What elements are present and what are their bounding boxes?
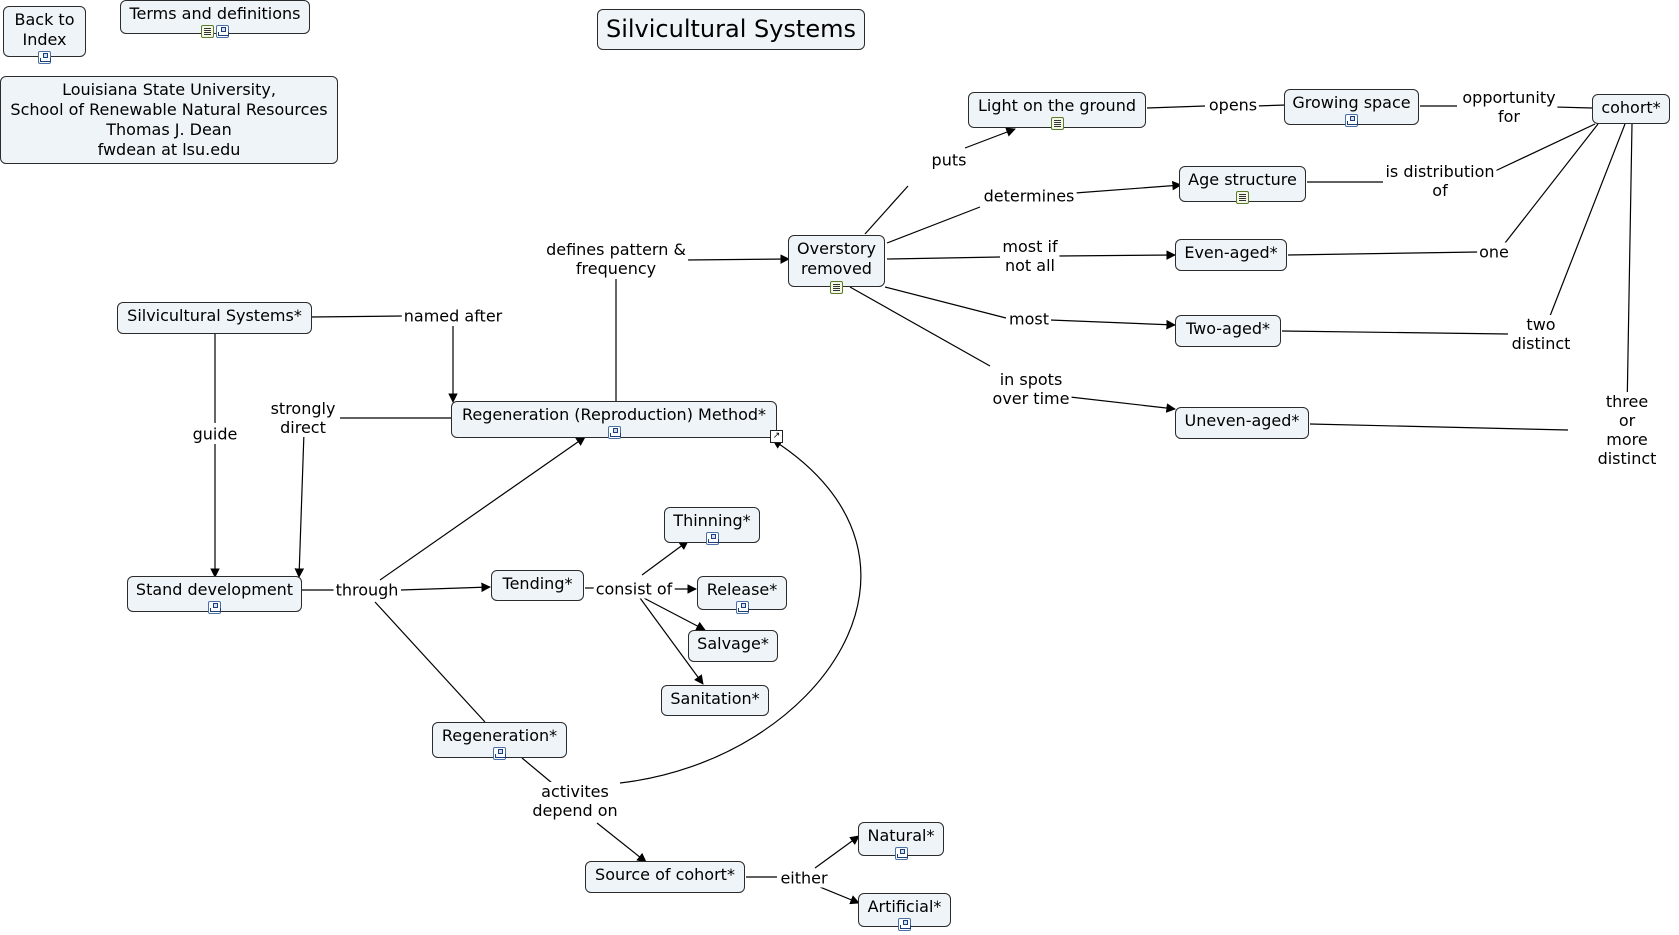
link-label-two-distinct: two distinct [1509,315,1573,353]
concept-source-of-cohort[interactable]: Source of cohort* [585,861,745,893]
concept-map-icon[interactable] [898,918,911,931]
link-label-most-if-not-all: most if not all [1000,237,1060,275]
link-label-opens: opens [1206,95,1260,115]
concept-map-icon[interactable] [705,532,719,545]
link-label-determines: determines [981,186,1077,206]
concept-tending[interactable]: Tending* [491,570,584,601]
link-label-is-distribution-of: is distribution of [1383,162,1497,200]
back-to-index-label: Back to Index [14,10,75,49]
link-label-consist-of: consist of [593,579,675,599]
concept-overstory-removed[interactable]: Overstory removed [788,235,885,294]
link-label-three-or-more: three or more distinct [1595,392,1659,468]
concept-cohort[interactable]: cohort* [1592,94,1670,124]
concept-map-icon[interactable] [208,601,221,614]
link-label-strongly-direct: strongly direct [268,399,338,437]
link-label-through: through [333,580,401,600]
concept-regeneration[interactable]: Regeneration* [432,722,567,760]
concept-natural[interactable]: Natural* [858,822,944,860]
link-label-in-spots: in spots over time [990,370,1072,408]
terms-definitions-button[interactable]: Terms and definitions [120,0,310,38]
link-label-puts: puts [929,150,969,170]
concept-map-icon[interactable] [216,25,229,38]
link-label-defines-pattern: defines pattern & frequency [544,240,688,278]
concept-age-structure[interactable]: Age structure [1179,166,1306,204]
concept-uneven-aged[interactable]: Uneven-aged* [1175,407,1309,439]
concept-map-icon[interactable] [894,847,908,860]
concept-two-aged[interactable]: Two-aged* [1175,315,1281,347]
link-label-opportunity-for: opportunity for [1460,88,1558,126]
concept-regeneration-method[interactable]: Regeneration (Reproduction) Method* [451,401,777,439]
link-label-one: one [1477,242,1511,262]
concept-map-icon[interactable] [1345,114,1358,127]
concept-even-aged[interactable]: Even-aged* [1175,239,1287,271]
link-label-either: either [778,868,830,888]
concept-thinning[interactable]: Thinning* [664,507,760,545]
concept-artificial[interactable]: Artificial* [858,893,951,931]
page-title: Silvicultural Systems [597,9,865,50]
link-label-named-after: named after [401,306,505,326]
concept-light-on-ground[interactable]: Light on the ground [968,92,1146,130]
concept-silvicultural-systems[interactable]: Silvicultural Systems* [117,302,312,334]
external-link-icon[interactable]: ↗ [770,430,783,443]
concept-growing-space[interactable]: Growing space [1284,89,1419,127]
terms-definitions-label: Terms and definitions [129,4,301,23]
concept-salvage[interactable]: Salvage* [688,630,778,662]
concept-release[interactable]: Release* [697,576,787,614]
concept-sanitation[interactable]: Sanitation* [661,685,769,716]
concept-map-icon[interactable] [493,747,506,760]
back-to-index-button[interactable]: Back to Index [3,6,86,64]
credits-text: Louisiana State University, School of Re… [10,80,328,159]
link-label-activities-depend-on: activites depend on [530,782,620,820]
document-icon[interactable] [1050,117,1064,130]
link-label-most: most [1007,309,1051,329]
document-icon[interactable] [201,25,214,38]
document-icon[interactable] [830,281,843,294]
concept-map-icon[interactable] [607,426,621,439]
document-icon[interactable] [1236,191,1249,204]
concept-stand-development[interactable]: Stand development [127,576,302,614]
concept-map-icon[interactable] [38,51,51,64]
link-label-guide: guide [190,424,240,444]
credits-box: Louisiana State University, School of Re… [0,76,338,164]
concept-map-icon[interactable] [735,601,749,614]
